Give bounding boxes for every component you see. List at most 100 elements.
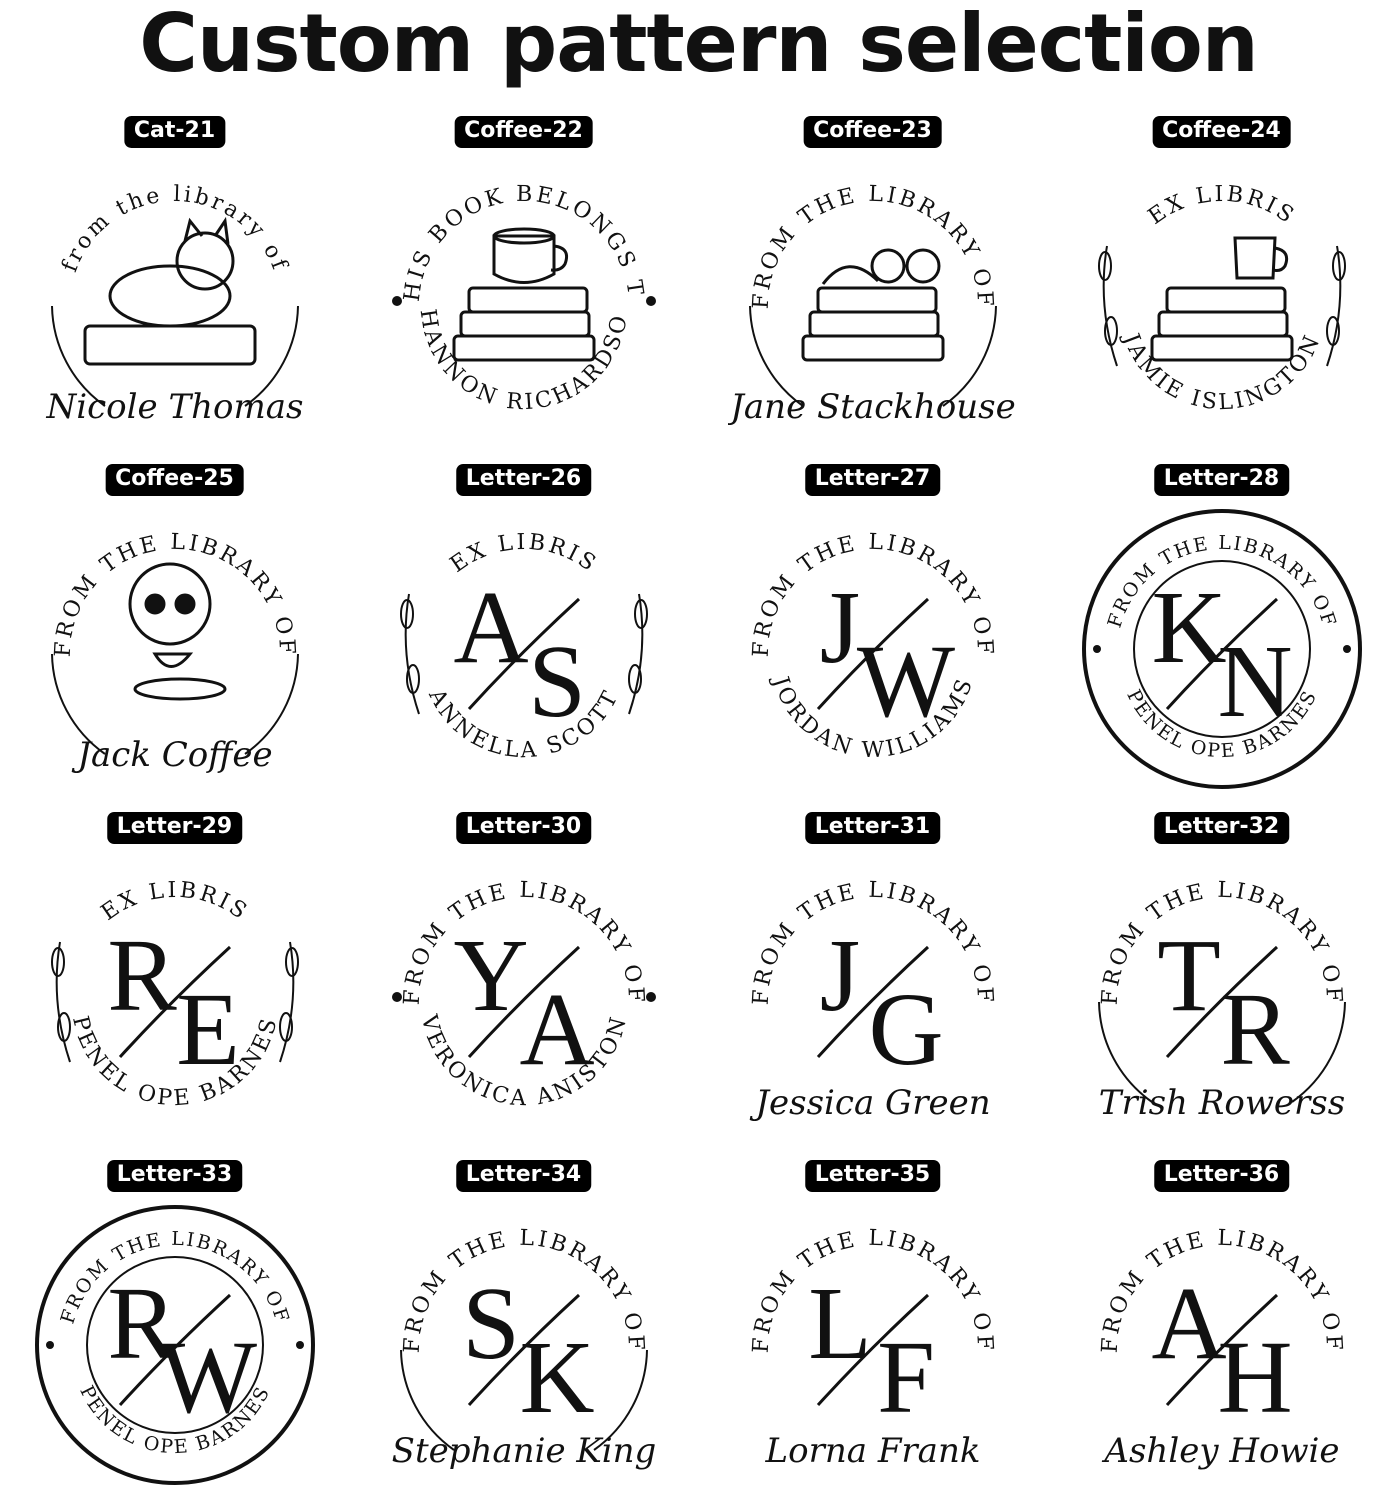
pattern-label-badge: Coffee-25 xyxy=(105,464,244,496)
vine-ornament-icon xyxy=(816,1293,929,1407)
ring-arc-right xyxy=(592,1349,648,1451)
vine-ornament-icon xyxy=(1165,945,1278,1059)
dot-left xyxy=(391,296,402,306)
ring-arc-right xyxy=(243,305,299,407)
monogram-letter-first: L xyxy=(808,1266,872,1381)
monogram-letter-first: S xyxy=(462,1266,520,1381)
stamp-top-text: FROM THE LIBRARY OF xyxy=(748,1226,997,1354)
pattern-label-badge: Letter-32 xyxy=(1153,812,1290,844)
monogram-letter-first: J xyxy=(819,918,859,1033)
monogram-letter-first: A xyxy=(1151,1266,1226,1381)
coffee-books-illustration xyxy=(1150,236,1293,362)
stamp-script-name: Nicole Thomas xyxy=(45,387,303,427)
stamp-design: from the library of Nicole Thomas xyxy=(30,156,320,446)
stamp-top-text: from the library of xyxy=(57,182,292,276)
monogram-letter-second: H xyxy=(1217,1320,1292,1435)
inner-ring xyxy=(85,1256,264,1434)
monogram-letter-first: A xyxy=(453,570,528,685)
monogram-letter-second: W xyxy=(158,1320,256,1435)
pattern-label-badge: Letter-28 xyxy=(1153,464,1290,496)
monogram-letter-second: K xyxy=(519,1320,594,1435)
stamp-script-name: Ashley Howie xyxy=(1101,1431,1339,1471)
pattern-card[interactable]: Cat-21 from the library of Nicole Thomas xyxy=(0,112,349,460)
monogram-letter-second: F xyxy=(877,1320,935,1435)
stamp-script-name: Trish Rowerss xyxy=(1098,1083,1344,1123)
floral-branch-icon xyxy=(1097,245,1346,367)
dot-right xyxy=(1342,645,1351,653)
ring-arc-left xyxy=(50,305,106,407)
tea-books-illustration xyxy=(452,227,595,362)
vine-ornament-icon xyxy=(1165,597,1278,711)
vine-ornament-icon xyxy=(816,597,929,711)
inner-ring xyxy=(1132,560,1311,738)
outer-ring xyxy=(34,1205,315,1485)
monogram-letter-second: E xyxy=(176,972,240,1087)
vine-ornament-icon xyxy=(1165,1293,1278,1407)
stamp-script-name: Jack Coffee xyxy=(71,735,272,775)
dot-left xyxy=(45,1341,54,1349)
vine-ornament-icon xyxy=(467,597,580,711)
stamp-bottom-text: ANNELLA SCOTT xyxy=(422,684,624,763)
monogram-letter-second: G xyxy=(868,972,943,1087)
stamp-top-text: FROM THE LIBRARY OF xyxy=(748,182,997,310)
pattern-label-badge: Coffee-23 xyxy=(803,116,942,148)
pattern-label-badge: Letter-30 xyxy=(455,812,592,844)
pattern-label-badge: Letter-36 xyxy=(1153,1160,1290,1192)
monogram-letter-first: T xyxy=(1157,918,1221,1033)
pattern-card[interactable]: Coffee-22THIS BOOK BELONGS TOSHANNON RIC… xyxy=(349,112,698,460)
stamp-top-text: EX LIBRIS xyxy=(1143,182,1299,230)
dot-right xyxy=(295,1341,304,1349)
pattern-label-badge: Letter-31 xyxy=(804,812,941,844)
cat-books-illustration xyxy=(83,216,256,366)
pattern-label-badge: Letter-26 xyxy=(455,464,592,496)
pattern-label-badge: Letter-27 xyxy=(804,464,941,496)
monogram-letter-first: R xyxy=(107,1266,177,1381)
ring-arc-right xyxy=(243,653,299,755)
vine-ornament-icon xyxy=(467,945,580,1059)
monogram-letter-second: S xyxy=(528,624,586,739)
stamp-script-name: Stephanie King xyxy=(391,1431,656,1471)
monogram-letter-first: K xyxy=(1151,570,1226,685)
dot-left xyxy=(391,992,402,1002)
monogram-letter-first: J xyxy=(819,570,859,685)
dot-right xyxy=(645,992,656,1002)
stamp-script-name: Jessica Green xyxy=(749,1083,990,1123)
vine-ornament-icon xyxy=(118,1293,231,1407)
vine-ornament-icon xyxy=(467,1293,580,1407)
floral-branch-icon xyxy=(399,593,648,715)
books-glasses-illustration xyxy=(801,248,944,362)
ring-arc-right xyxy=(1290,1001,1346,1103)
pattern-label-badge: Cat-21 xyxy=(123,116,226,148)
